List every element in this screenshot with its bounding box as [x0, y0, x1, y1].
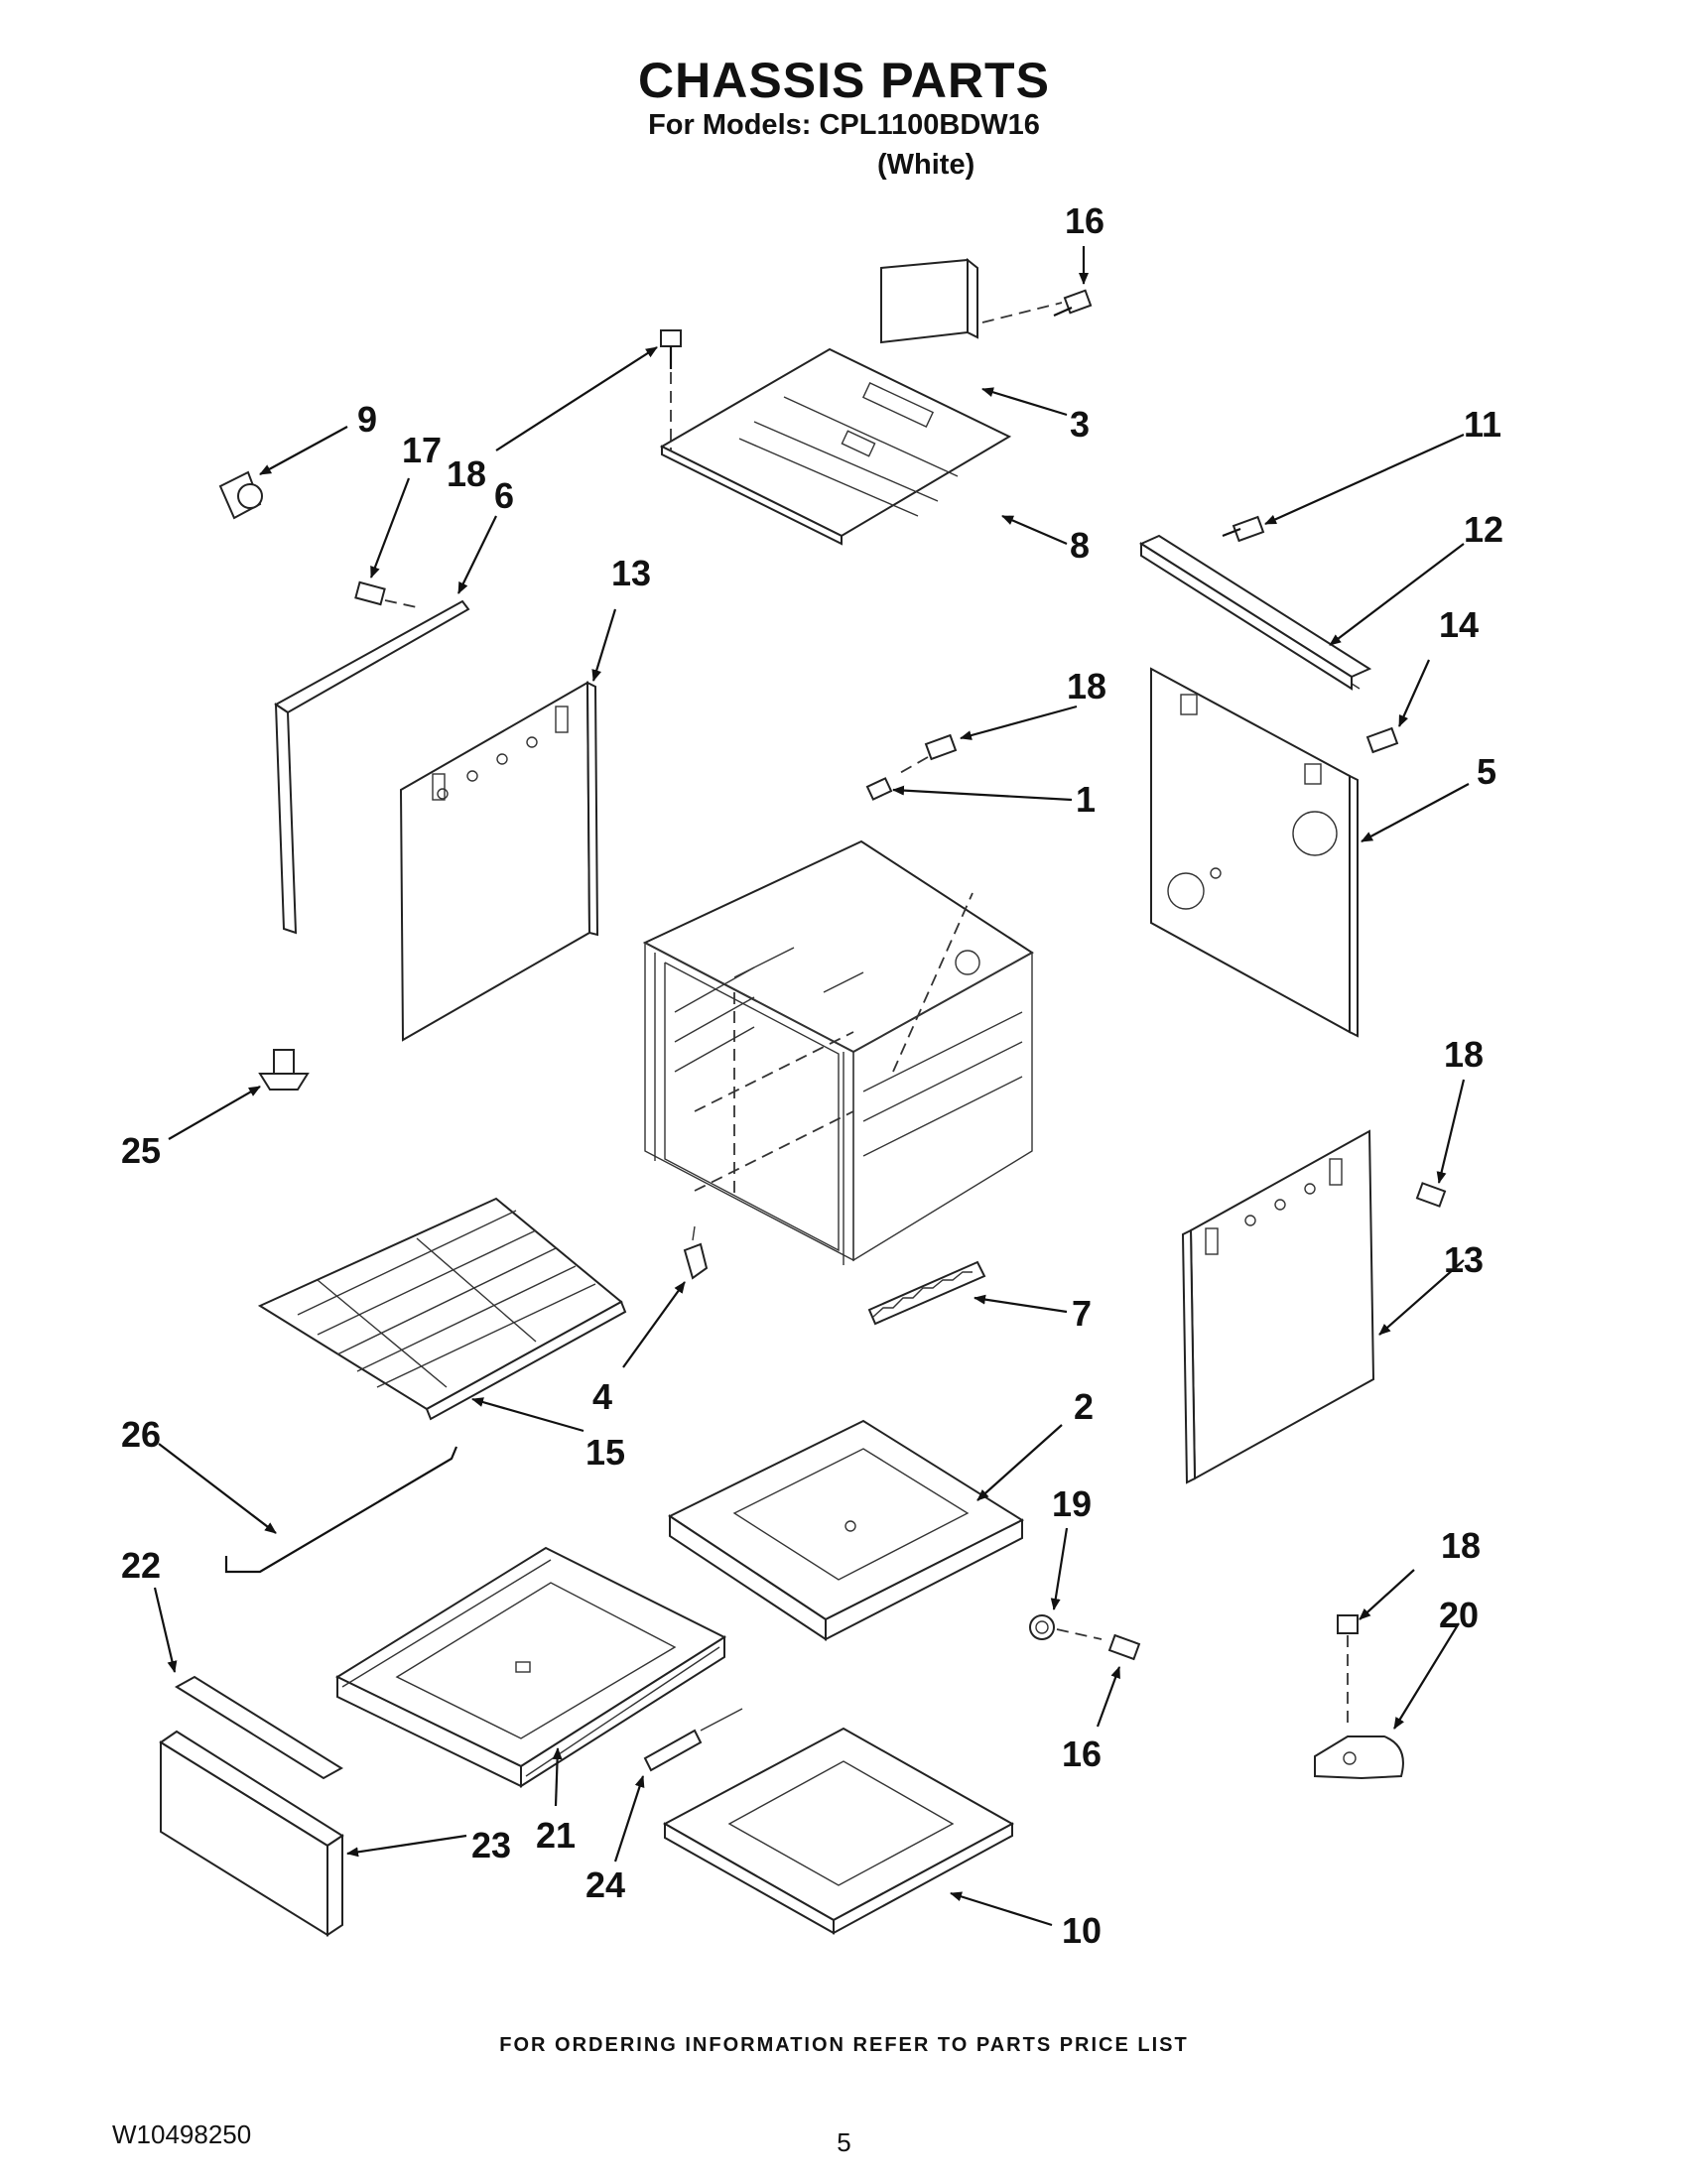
part-18-screw-c — [1415, 1182, 1447, 1208]
leader-lines — [153, 246, 1470, 1927]
callout-8: 8 — [1070, 525, 1090, 566]
callout-labels: 16 3 8 9 17 18 6 13 11 12 14 5 18 1 25 1… — [121, 200, 1503, 1951]
part-10-bottom-frame — [662, 1727, 1015, 1935]
part-16-screw-bottom — [1107, 1633, 1141, 1661]
callout-20: 20 — [1439, 1595, 1479, 1635]
page-title: CHASSIS PARTS — [638, 53, 1050, 108]
part-13-right-side-panel — [1181, 1129, 1375, 1484]
oven-chassis-frame — [642, 839, 1034, 1265]
part-18-screw-b — [897, 733, 958, 775]
callout-19: 19 — [1052, 1483, 1092, 1524]
part-4-clip — [683, 1225, 709, 1280]
part-8-top-panel — [659, 347, 1012, 546]
part-24-spring — [643, 1708, 743, 1772]
callout-16: 16 — [1065, 200, 1104, 241]
callout-16: 16 — [1062, 1734, 1102, 1774]
callout-3: 3 — [1070, 404, 1090, 445]
part-23-drawer-front — [159, 1730, 344, 1937]
callout-15: 15 — [585, 1432, 625, 1473]
part-15-oven-rack — [257, 1197, 627, 1421]
callout-18: 18 — [1441, 1525, 1481, 1566]
callout-6: 6 — [494, 475, 514, 516]
part-26-rod — [224, 1446, 458, 1574]
callout-11: 11 — [1464, 404, 1501, 445]
part-19-spring-clip — [1029, 1614, 1103, 1640]
callout-26: 26 — [121, 1414, 161, 1455]
part-12-rail — [1138, 534, 1372, 691]
part-18-screw-a — [660, 329, 682, 451]
part-21-storage-drawer — [334, 1546, 727, 1788]
callout-10: 10 — [1062, 1910, 1102, 1951]
part-17-screw — [354, 580, 418, 608]
callout-4: 4 — [592, 1376, 612, 1417]
callout-14: 14 — [1439, 604, 1479, 645]
callout-13: 13 — [611, 553, 651, 593]
callout-18: 18 — [447, 453, 486, 494]
callout-17: 17 — [402, 430, 442, 470]
part-25-leveling-leg — [258, 1049, 310, 1091]
page-number: 5 — [837, 2127, 851, 2157]
ordering-info-note: FOR ORDERING INFORMATION REFER TO PARTS … — [499, 2034, 1189, 2056]
part-1-fastener — [865, 777, 893, 801]
callout-7: 7 — [1072, 1293, 1092, 1334]
callout-18: 18 — [1444, 1034, 1484, 1075]
callout-1: 1 — [1076, 779, 1096, 820]
part-22-drawer-trim — [175, 1675, 343, 1780]
callout-23: 23 — [471, 1825, 511, 1865]
part-20-clamp — [1314, 1735, 1404, 1780]
model-line: For Models: CPL1100BDW16 — [648, 109, 1040, 141]
callout-5: 5 — [1477, 751, 1496, 792]
part-13-left-side-panel — [399, 681, 599, 1042]
part-11-screw — [1222, 515, 1265, 543]
callout-12: 12 — [1464, 509, 1503, 550]
part-5-rear-panel — [1150, 667, 1359, 1038]
callout-21: 21 — [536, 1815, 576, 1856]
callout-13: 13 — [1444, 1239, 1484, 1280]
document-number: W10498250 — [112, 2120, 252, 2149]
callout-22: 22 — [121, 1545, 161, 1586]
part-9-bracket — [218, 470, 263, 520]
part-16-screw-top — [1053, 289, 1093, 318]
part-18-screw-d — [1337, 1614, 1359, 1727]
callout-2: 2 — [1074, 1386, 1094, 1427]
part-3-bracket — [880, 257, 1063, 344]
callout-9: 9 — [357, 399, 377, 440]
callout-18: 18 — [1067, 666, 1106, 707]
part-6-side-trim — [274, 599, 470, 935]
callout-24: 24 — [585, 1864, 625, 1905]
part-2-bottom-tray — [667, 1419, 1025, 1641]
callout-25: 25 — [121, 1130, 161, 1171]
part-7-spring — [867, 1260, 986, 1326]
color-line: (White) — [877, 149, 975, 181]
part-14-screw — [1365, 726, 1399, 754]
